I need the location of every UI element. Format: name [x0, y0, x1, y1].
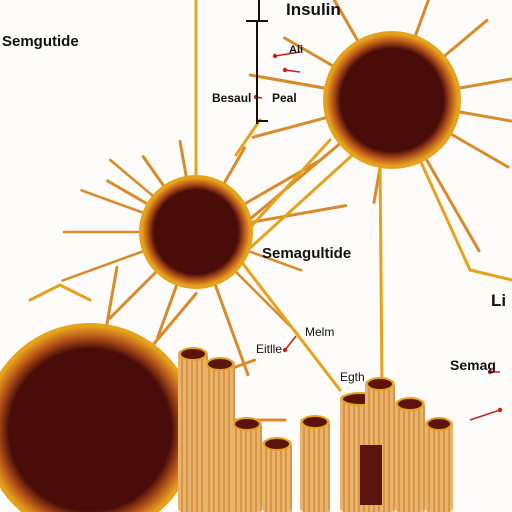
middle-cell-ray	[108, 267, 161, 320]
middle-cell-ray	[245, 204, 348, 225]
label-melm: Melm	[305, 325, 335, 339]
pointer-dot	[282, 67, 288, 73]
label-semgutide: Semgutide	[2, 33, 79, 50]
pointer-dot	[272, 53, 278, 59]
upper-cell-ray	[453, 109, 512, 123]
left-bundle-1-cap	[179, 347, 207, 361]
lower-cell-ray	[104, 265, 119, 328]
middle-cell-ray	[243, 248, 303, 272]
dendrite-lines	[61, 0, 512, 422]
upper-cell-ray	[251, 115, 332, 139]
left-bundle-4-tube	[262, 440, 292, 512]
label-semag-right: Semag	[450, 357, 496, 373]
label-li-edge: Li	[491, 291, 507, 310]
right-bundle-5-cap	[426, 417, 452, 431]
lower-cell-ray	[149, 292, 198, 349]
axon-line	[378, 158, 384, 387]
middle-cell-ray	[212, 279, 250, 377]
upper-cell-ray	[249, 139, 345, 220]
middle-cell-ray	[178, 139, 189, 183]
right-bundle-3-cap	[366, 377, 394, 391]
upper-cell-ray	[332, 0, 362, 47]
left-bundle-3-tube	[232, 420, 262, 512]
label-insulin: Insulin	[286, 0, 341, 19]
pointer-line	[284, 335, 297, 351]
bundle-gap	[360, 445, 382, 505]
axon-line	[468, 268, 512, 282]
middle-cell-ray	[80, 189, 149, 216]
right-bundle-4-tube	[395, 400, 425, 512]
upper-cell-body	[326, 34, 458, 166]
left-bundle-3-cap	[233, 417, 261, 431]
pointer-line	[274, 51, 301, 57]
bracket-side	[256, 20, 268, 124]
middle-cell-ray	[106, 179, 153, 208]
middle-cell-ray	[108, 158, 158, 200]
pointer-dot	[487, 369, 493, 375]
upper-cell-ray	[445, 130, 510, 169]
upper-cell-ray	[453, 77, 512, 91]
right-bundle-4-cap	[396, 397, 424, 411]
upper-cell-ray	[439, 18, 489, 61]
pointer-line	[469, 409, 501, 421]
lower-cell-body	[0, 326, 194, 512]
middle-cell-ray	[61, 248, 149, 282]
middle-cell-ray	[156, 279, 180, 339]
right-bundle-1-tube	[300, 418, 330, 512]
cell-bodies	[0, 31, 461, 512]
label-besaul: Besaul	[212, 91, 252, 105]
upper-cell-ray	[258, 75, 331, 91]
middle-cell-body	[142, 178, 250, 286]
bracket-top	[246, 0, 260, 22]
axon-line	[58, 283, 92, 302]
left-bundle-1-tube	[178, 350, 208, 512]
pointer-dot	[497, 407, 503, 413]
label-ali: Ali	[289, 44, 304, 56]
upper-cell-ray	[283, 36, 339, 70]
axon-line	[234, 118, 262, 157]
axon-line	[418, 158, 472, 272]
axon-line	[246, 138, 332, 232]
axon-line	[28, 283, 62, 302]
fiber-bundles	[178, 347, 453, 512]
upper-cell-ray	[422, 153, 481, 253]
middle-cell-ray	[239, 159, 321, 208]
left-bundle-2-tube	[205, 360, 235, 512]
right-bundle-1-cap	[301, 415, 329, 429]
middle-cell-ray	[220, 146, 246, 189]
label-egth: Egth	[340, 370, 365, 384]
label-peal: Peal	[272, 91, 297, 105]
bracket-bottom	[256, 120, 268, 122]
middle-cell-ray	[141, 155, 168, 191]
label-semagultide-center: Semagultide	[262, 245, 352, 262]
left-bundle-4-cap	[263, 437, 291, 451]
axon-line	[238, 258, 342, 392]
pointer-dot	[282, 347, 288, 353]
upper-cell-ray	[412, 0, 430, 42]
pointer-line	[284, 69, 301, 73]
label-eitlle: Eitlle	[256, 342, 283, 356]
left-bundle-2-cap	[206, 357, 234, 371]
label-pointers	[253, 51, 503, 421]
